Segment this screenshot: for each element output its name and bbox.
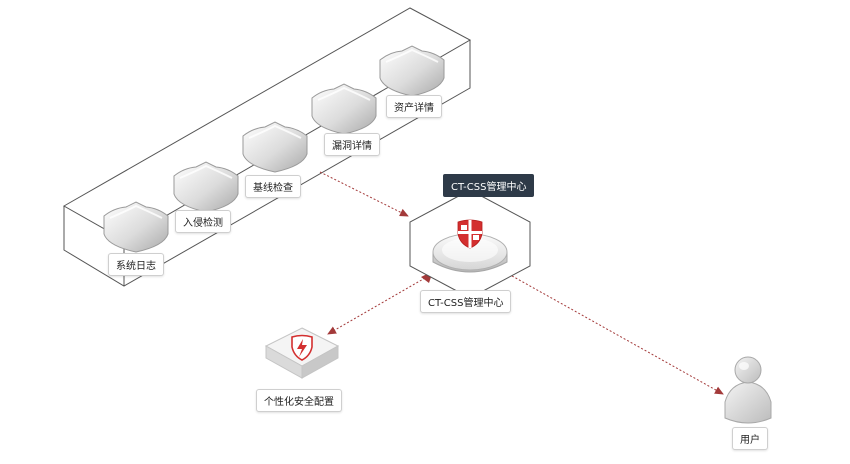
module-shield-icon-baseline[interactable]	[242, 121, 308, 173]
connector-center-to-user	[504, 271, 724, 395]
module-shield-icon-intrusion[interactable]	[173, 161, 239, 213]
module-label-syslog: 系统日志	[108, 253, 164, 276]
module-label-baseline: 基线检查	[245, 175, 301, 198]
module-label-vuln: 漏洞详情	[324, 133, 380, 156]
shield-bolt-icon	[291, 334, 313, 361]
module-label-asset: 资产详情	[386, 95, 442, 118]
module-label-intrusion: 入侵检测	[175, 210, 231, 233]
connector-modules-to-center	[319, 171, 409, 217]
connector-center-to-policy	[327, 273, 433, 335]
module-shield-icon-asset[interactable]	[379, 45, 445, 97]
management-center-tooltip: CT-CSS管理中心	[443, 174, 535, 197]
management-center-label: CT-CSS管理中心	[420, 290, 512, 313]
policy-config-label: 个性化安全配置	[256, 389, 342, 412]
module-shield-icon-syslog[interactable]	[103, 201, 169, 253]
user-label: 用户	[732, 427, 768, 450]
shield-cross-icon	[457, 219, 483, 249]
user-icon[interactable]	[724, 356, 772, 424]
module-shield-icon-vuln[interactable]	[311, 83, 377, 135]
